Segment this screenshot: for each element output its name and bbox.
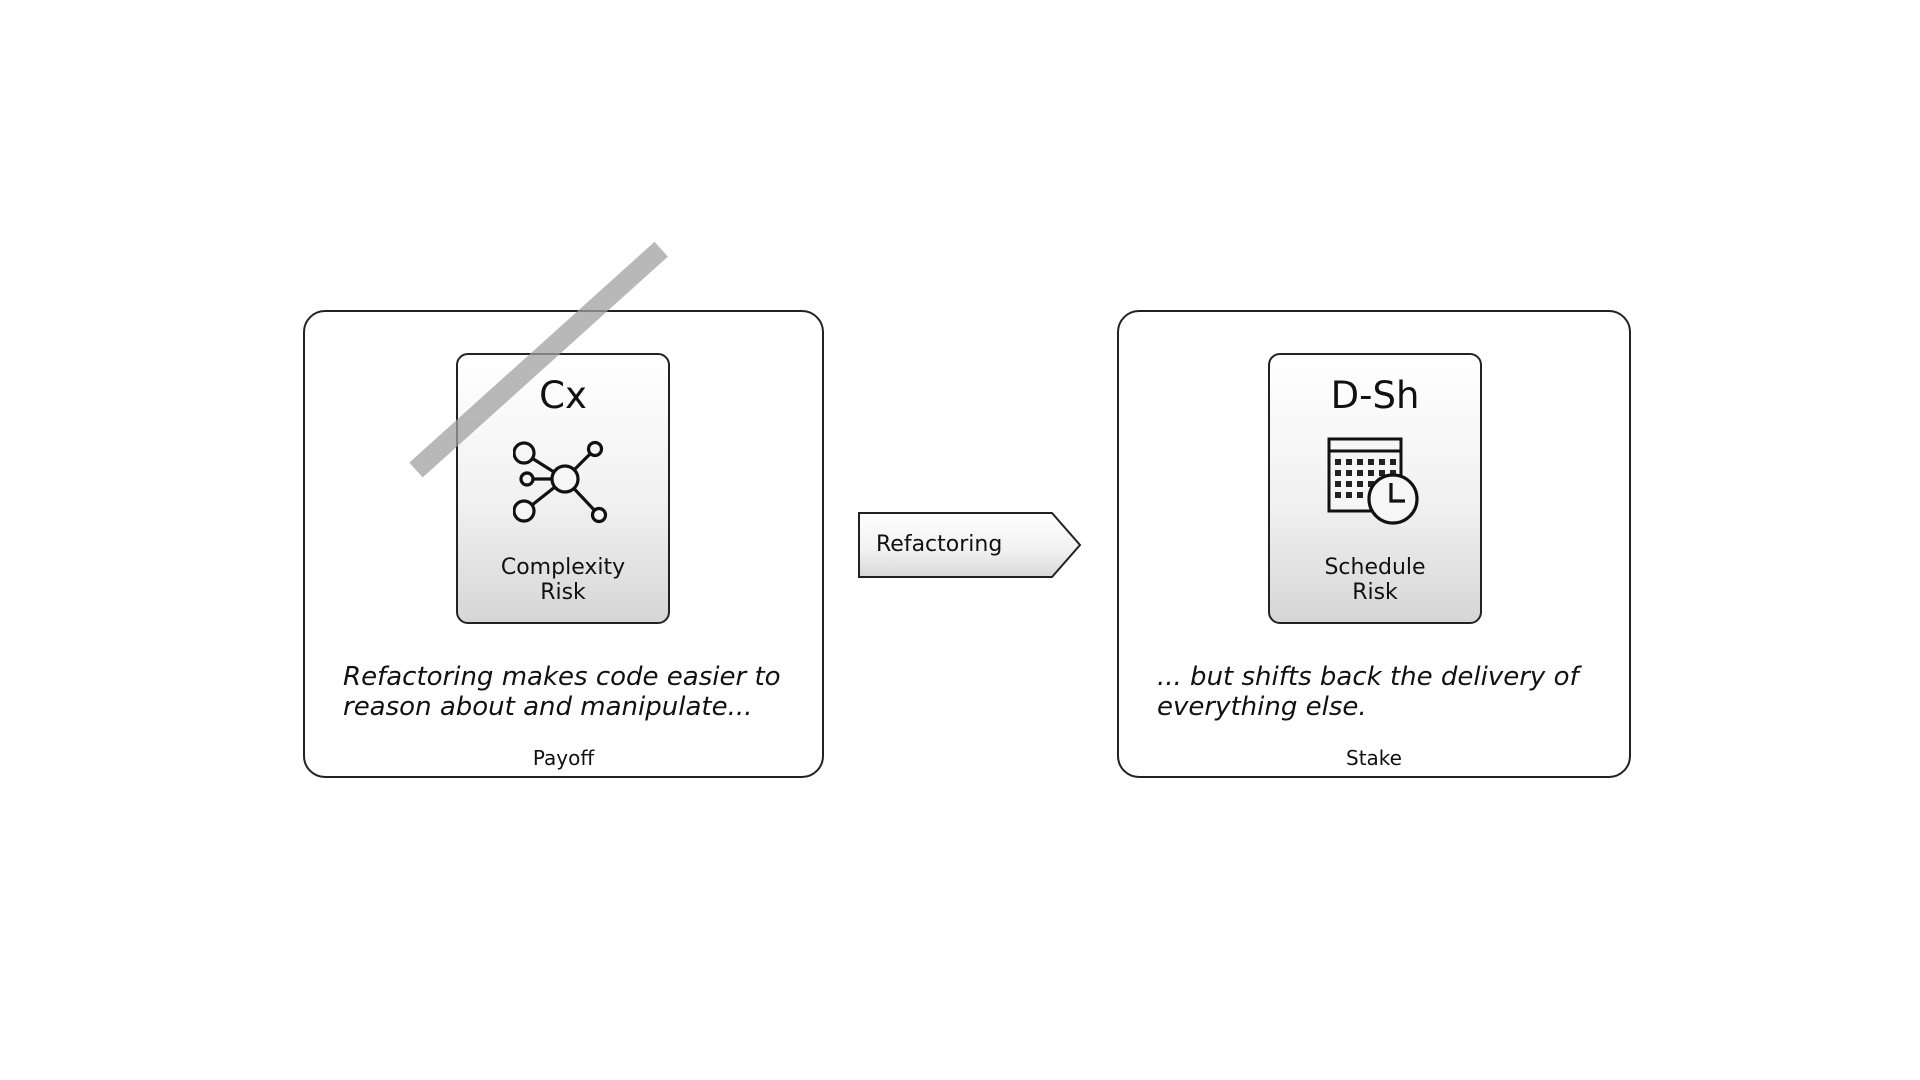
stake-panel: D-Sh Schedule Risk ... but shifts back t… — [1117, 310, 1631, 778]
risk-code: D-Sh — [1330, 374, 1420, 417]
schedule-risk-card: D-Sh Schedule Risk — [1268, 353, 1482, 624]
calendar-clock-icon — [1327, 437, 1419, 525]
network-node-icon — [513, 440, 608, 524]
stake-caption-line2: everything else. — [1157, 692, 1367, 722]
payoff-footer-label: Payoff — [532, 746, 595, 770]
complexity-risk-card: Cx Complexity Risk — [456, 353, 670, 624]
stake-footer-label: Stake — [1346, 746, 1402, 770]
risk-label-line1: Schedule — [1324, 555, 1426, 580]
stake-caption-line1: ... but shifts back the delivery of — [1157, 662, 1579, 692]
risk-label: Schedule Risk — [1270, 555, 1480, 605]
stake-caption: ... but shifts back the delivery of ever… — [1157, 662, 1609, 722]
payoff-caption: Refactoring makes code easier to reason … — [343, 662, 802, 722]
payoff-panel: Cx Complexity Risk Refactoring makes cod… — [303, 310, 824, 778]
arrow-label: Refactoring — [876, 532, 1003, 557]
risk-label: Complexity Risk — [458, 555, 668, 605]
payoff-caption-line2: reason about and manipulate... — [343, 692, 753, 722]
risk-label-line2: Risk — [1352, 580, 1398, 605]
risk-label-line1: Complexity — [500, 555, 626, 580]
risk-code: Cx — [539, 374, 587, 417]
risk-label-line2: Risk — [540, 580, 586, 605]
payoff-caption-line1: Refactoring makes code easier to — [343, 662, 781, 692]
refactoring-arrow — [858, 512, 1082, 578]
